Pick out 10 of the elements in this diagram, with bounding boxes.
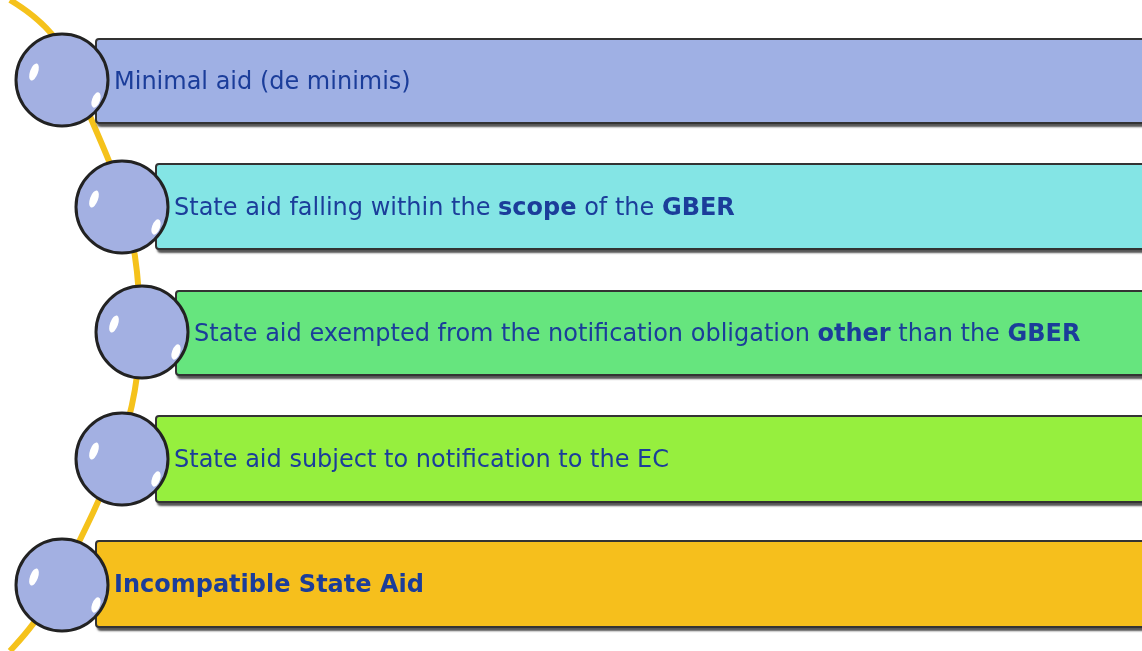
bar-label: Minimal aid (de minimis): [114, 66, 412, 97]
list-bar: [155, 163, 1142, 250]
bar-label: State aid subject to notification to the EC: [174, 444, 670, 475]
list-bar: [175, 290, 1142, 376]
bar-label: State aid falling within the scope of the GBER: [174, 191, 736, 223]
bar-label: Incompatible State Aid: [114, 569, 425, 600]
list-bar: [155, 415, 1142, 503]
bar-label: State aid exempted from the notification obligation other than the GBER: [194, 318, 1082, 349]
list-bar: [95, 38, 1142, 124]
list-bar: [95, 540, 1142, 628]
